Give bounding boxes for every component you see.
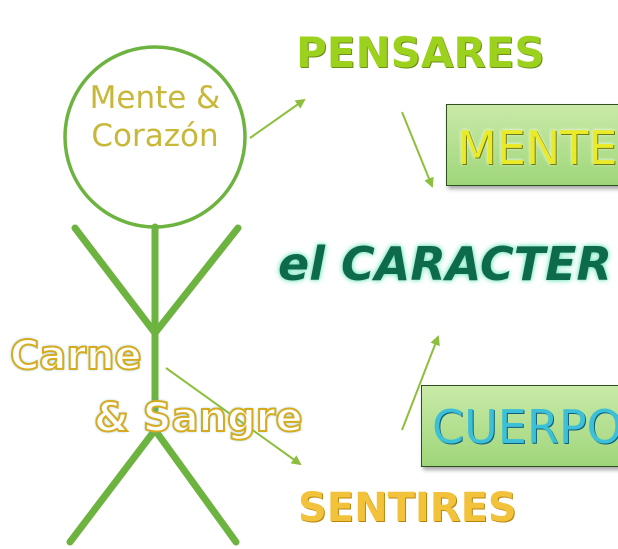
mente-box-label: MENTE	[457, 121, 618, 175]
mente-box: MENTE	[446, 104, 618, 186]
head-label: Mente & Corazón	[70, 80, 240, 156]
arrow-body-to-sentires	[165, 367, 302, 466]
arrow-head-to-pensares	[249, 98, 306, 139]
caracter-label: el CARACTER	[278, 237, 612, 291]
pensares-label: PENSARES	[296, 28, 545, 77]
arrow-pensares-to-caracter	[401, 111, 434, 188]
sangre-label: & Sangre	[93, 395, 304, 441]
stick-figure-left-leg	[66, 426, 159, 546]
cuerpo-box: CUERPO	[421, 385, 618, 467]
head-label-line2: Corazón	[91, 117, 219, 154]
carne-label: Carne	[9, 333, 143, 379]
head-label-line1: Mente &	[89, 80, 221, 116]
stick-figure-left-arm	[71, 224, 159, 337]
sentires-label: SENTIRES	[298, 485, 517, 531]
stick-figure-right-arm	[151, 224, 242, 337]
cuerpo-box-label: CUERPO	[432, 400, 618, 454]
stick-figure-right-leg	[151, 426, 240, 546]
stick-figure	[63, 45, 247, 546]
arrow-sentires-to-caracter	[401, 335, 440, 431]
